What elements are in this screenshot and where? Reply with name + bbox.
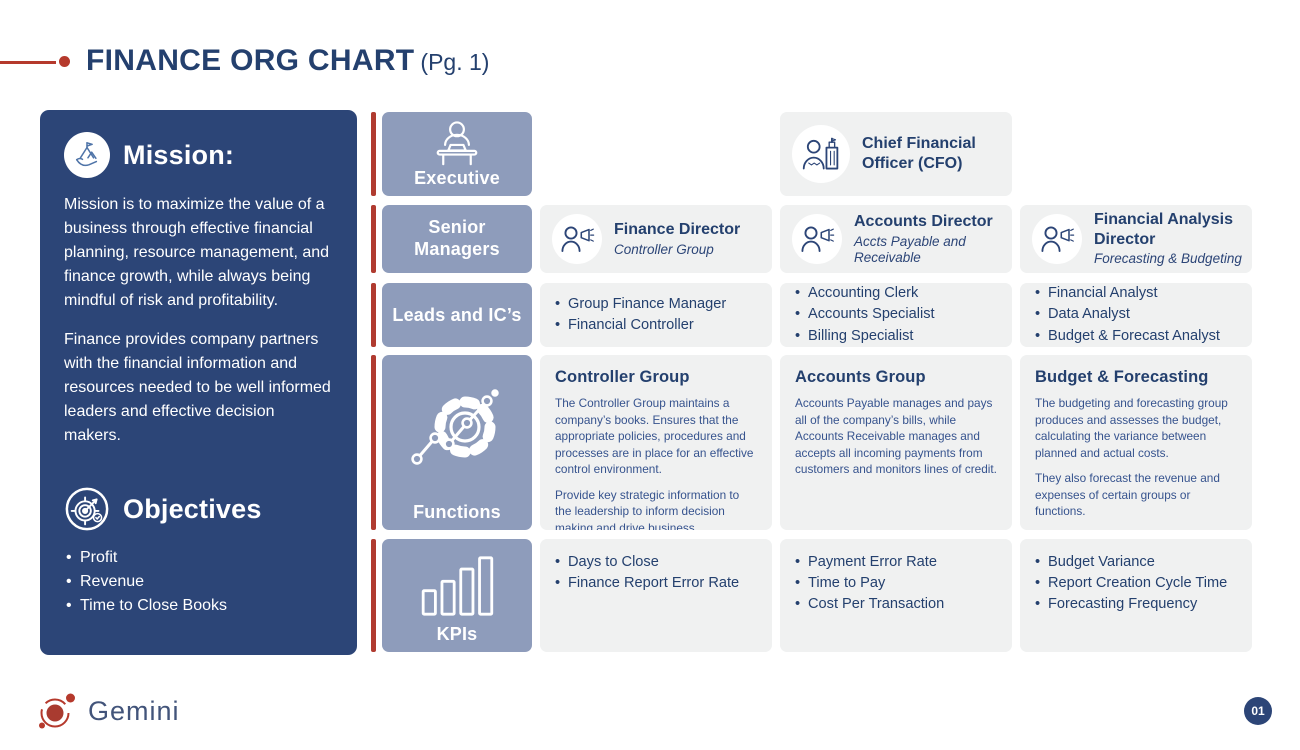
objective-item: Revenue: [64, 570, 333, 594]
row-accent-bar: [371, 355, 376, 530]
gemini-orbit-icon: [39, 693, 75, 729]
accent-dot: [59, 56, 70, 67]
person-megaphone-icon: [792, 214, 842, 264]
lead-item: Financial Analyst: [1034, 283, 1238, 304]
row-label-leads-ics: Leads and IC’s: [382, 283, 532, 347]
row-label-executive: Executive: [382, 112, 532, 196]
objectives-list: Profit Revenue Time to Close Books: [64, 546, 333, 618]
manager-title: Financial Analysis Director: [1094, 211, 1234, 248]
kpis-controller-list: Days to Close Finance Report Error Rate: [540, 539, 772, 652]
accent-line: [0, 61, 56, 64]
row-accent-bar: [371, 283, 376, 347]
bar-chart-icon: [421, 556, 494, 616]
kpi-item: Budget Variance: [1034, 552, 1238, 573]
mission-header: Mission:: [64, 132, 333, 178]
executive-desk-icon: [436, 121, 478, 166]
kpi-item: Report Creation Cycle Time: [1034, 573, 1238, 594]
manager-title: Finance Director: [614, 221, 741, 239]
brand-logo: Gemini: [36, 690, 180, 732]
row-label-senior-managers: Senior Managers: [382, 205, 532, 273]
kpi-item: Payment Error Rate: [794, 552, 998, 573]
accounts-director-card: Accounts Director Accts Payable and Rece…: [780, 205, 1012, 273]
function-paragraph: Provide key strategic information to the…: [555, 487, 740, 530]
lead-item: Billing Specialist: [794, 326, 998, 347]
finance-director-card: Finance Director Controller Group: [540, 205, 772, 273]
manager-subtitle: Forecasting & Budgeting: [1094, 251, 1242, 267]
function-paragraph: Accounts Payable manages and pays all of…: [795, 396, 997, 477]
lead-item: Group Finance Manager: [554, 294, 758, 315]
row-accent-bar: [371, 112, 376, 196]
kpi-item: Forecasting Frequency: [1034, 594, 1238, 615]
page-title-text: FINANCE ORG CHART: [86, 44, 415, 77]
row-label-functions: Functions: [382, 355, 532, 530]
row-label-text: Leads and IC’s: [392, 304, 522, 325]
lead-item: Financial Controller: [554, 315, 758, 336]
function-heading: Accounts Group: [795, 368, 926, 386]
manager-title: Accounts Director: [854, 213, 993, 231]
lead-list: Group Finance Manager Financial Controll…: [554, 294, 758, 336]
mission-panel: Mission: Mission is to maximize the valu…: [40, 110, 357, 655]
person-megaphone-icon: [1032, 214, 1082, 264]
lead-item: Accounting Clerk: [794, 283, 998, 304]
cfo-title: Chief Financial Officer (CFO): [862, 135, 976, 172]
leads-analysis-list: Financial Analyst Data Analyst Budget & …: [1020, 283, 1252, 347]
objective-item: Profit: [64, 546, 333, 570]
accounts-group-function: Accounts Group Accounts Payable manages …: [780, 355, 1012, 530]
controller-group-function: Controller Group The Controller Group ma…: [540, 355, 772, 530]
function-heading: Controller Group: [555, 368, 690, 386]
row-accent-bar: [371, 539, 376, 652]
function-paragraph: They also forecast the revenue and expen…: [1035, 471, 1220, 519]
lead-list: Accounting Clerk Accounts Specialist Bil…: [794, 283, 998, 347]
kpi-item: Days to Close: [554, 552, 758, 573]
lead-item: Accounts Specialist: [794, 304, 998, 325]
financial-analysis-director-card: Financial Analysis Director Forecasting …: [1020, 205, 1252, 273]
manager-subtitle: Controller Group: [614, 241, 714, 257]
kpi-item: Time to Pay: [794, 573, 998, 594]
budget-forecasting-function: Budget & Forecasting The budgeting and f…: [1020, 355, 1252, 530]
row-accent-bar: [371, 205, 376, 273]
person-megaphone-icon: [552, 214, 602, 264]
row-label-text: Functions: [413, 502, 501, 522]
kpis-accounts-list: Payment Error Rate Time to Pay Cost Per …: [780, 539, 1012, 652]
kpis-analysis-list: Budget Variance Report Creation Cycle Ti…: [1020, 539, 1252, 652]
function-heading: Budget & Forecasting: [1035, 368, 1209, 386]
objectives-header: Objectives: [64, 486, 333, 532]
kpi-list: Budget Variance Report Creation Cycle Ti…: [1034, 552, 1238, 616]
row-label-kpis: KPIs: [382, 539, 532, 652]
brand-name: Gemini: [88, 695, 180, 726]
mission-hand-flag-icon: [64, 132, 110, 178]
mission-paragraph-1: Mission is to maximize the value of a bu…: [64, 196, 330, 309]
lead-item: Data Analyst: [1034, 304, 1238, 325]
leads-accounts-list: Accounting Clerk Accounts Specialist Bil…: [780, 283, 1012, 347]
kpi-item: Cost Per Transaction: [794, 594, 998, 615]
function-paragraph: The budgeting and forecasting group prod…: [1035, 396, 1228, 460]
row-label-text: Executive: [414, 168, 500, 188]
manager-subtitle: Accts Payable and Receivable: [854, 233, 966, 265]
leads-controller-list: Group Finance Manager Financial Controll…: [540, 283, 772, 347]
objectives-target-icon: [64, 486, 110, 532]
cfo-card: Chief Financial Officer (CFO): [780, 112, 1012, 196]
objective-item: Time to Close Books: [64, 594, 333, 618]
row-label-text: Senior Managers: [414, 217, 500, 259]
page-number-badge: 01: [1244, 697, 1272, 725]
kpi-list: Days to Close Finance Report Error Rate: [554, 552, 758, 594]
function-paragraph: The Controller Group maintains a company…: [555, 396, 754, 477]
objectives-heading: Objectives: [123, 493, 262, 524]
gear-chart-icon: [411, 389, 499, 465]
page-title: FINANCE ORG CHART(Pg. 1): [86, 44, 489, 78]
lead-item: Budget & Forecast Analyst: [1034, 326, 1238, 347]
mission-paragraph-2: Finance provides company partners with t…: [64, 331, 331, 444]
mission-heading: Mission:: [123, 139, 235, 170]
kpi-list: Payment Error Rate Time to Pay Cost Per …: [794, 552, 998, 616]
person-building-icon: [792, 125, 850, 183]
page-ref: (Pg. 1): [420, 49, 490, 75]
kpi-item: Finance Report Error Rate: [554, 573, 758, 594]
lead-list: Financial Analyst Data Analyst Budget & …: [1034, 283, 1238, 347]
row-label-text: KPIs: [436, 624, 478, 644]
